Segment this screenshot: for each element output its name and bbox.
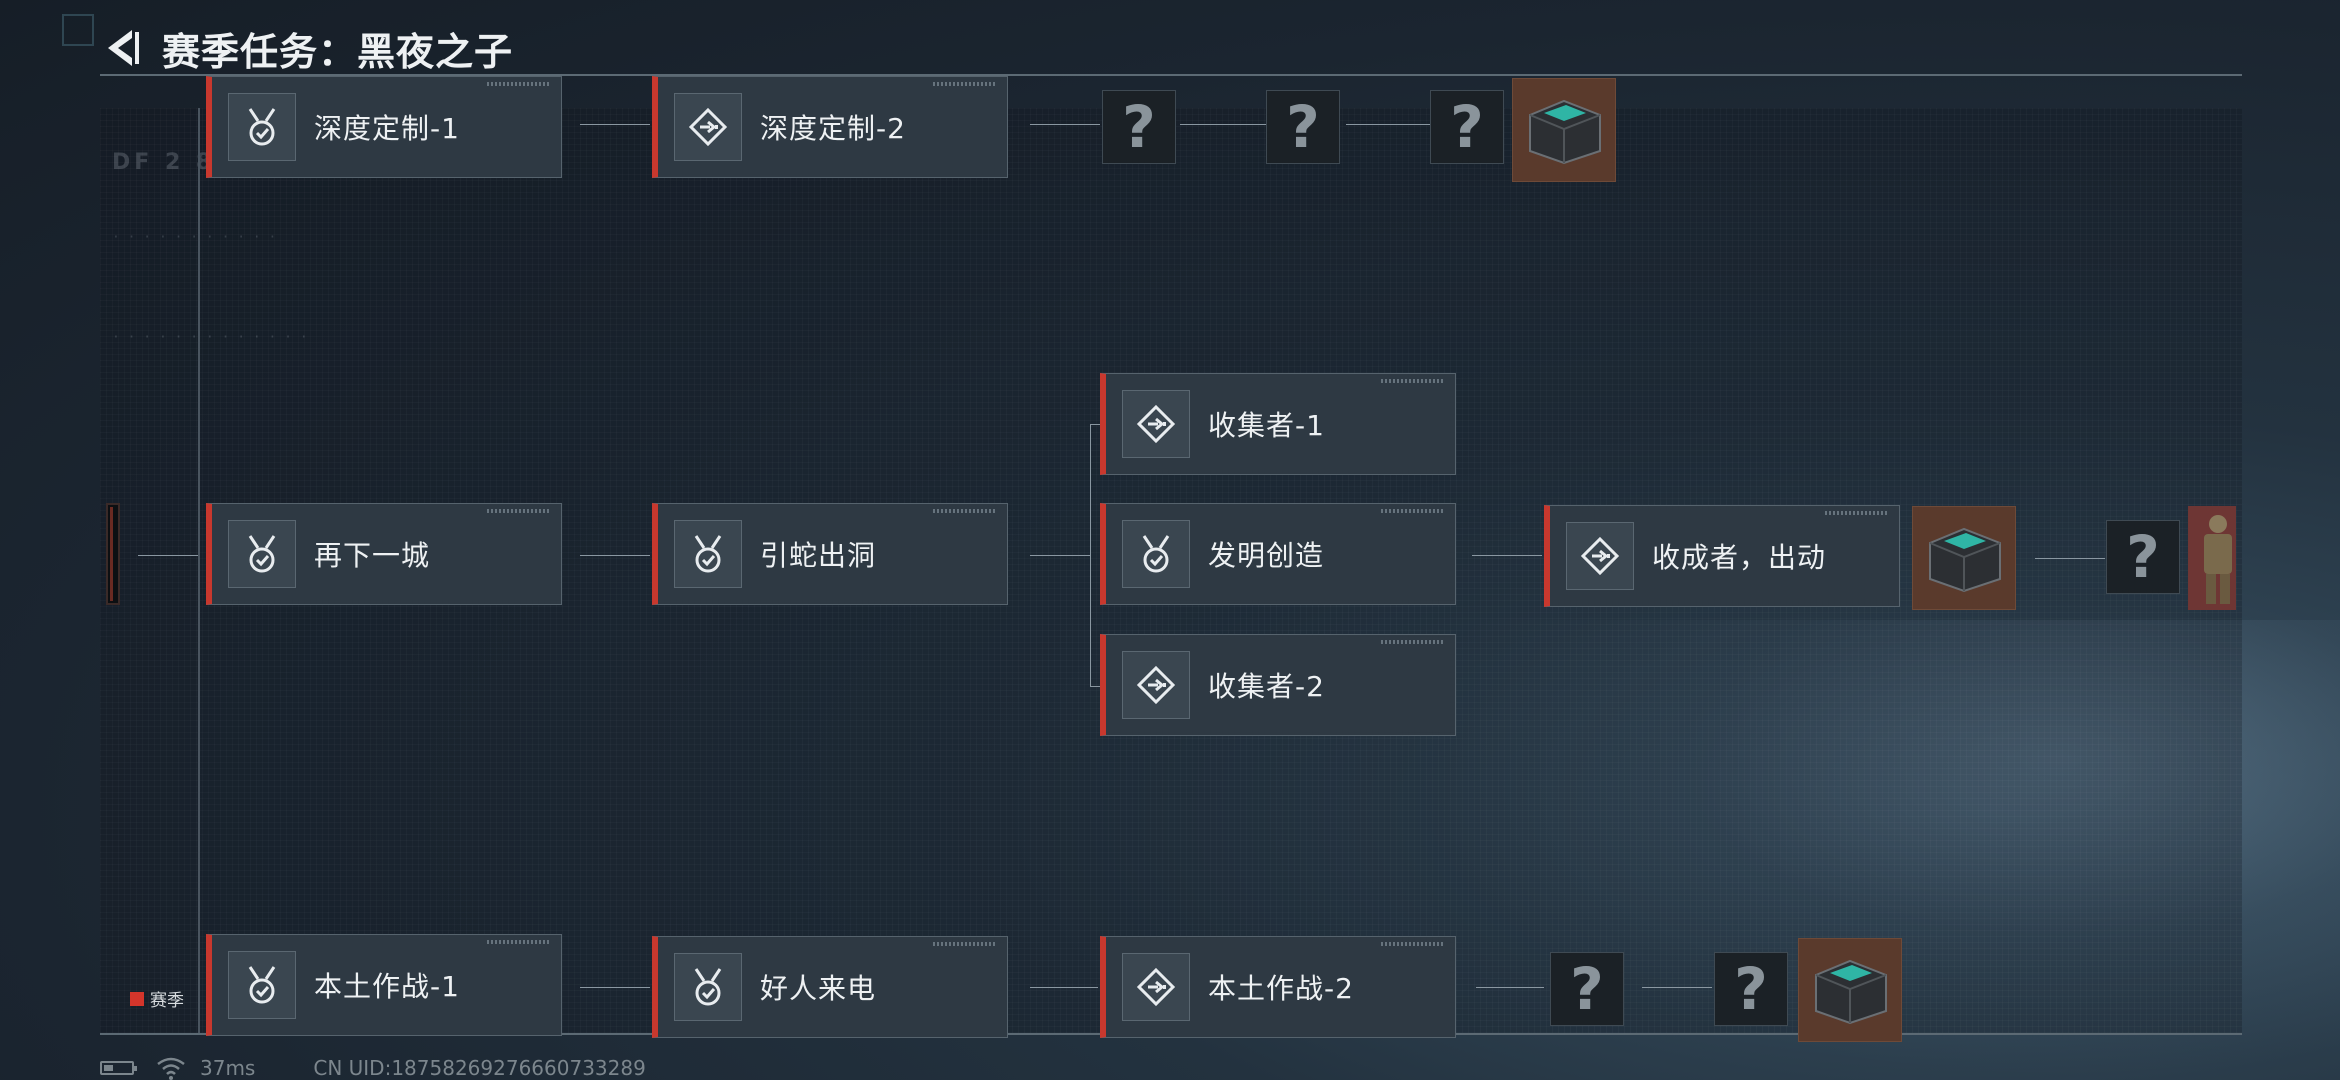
medal-check-icon (248, 966, 276, 1004)
connector (580, 987, 650, 988)
task-label: 收集者-2 (1208, 670, 1325, 703)
connector (1030, 987, 1098, 988)
connector (1030, 555, 1090, 556)
uid-text: CN UID:18758269276660733289 (313, 1056, 646, 1080)
wifi-icon (157, 1057, 185, 1080)
soldier-icon (2204, 515, 2232, 604)
locked-task[interactable]: ? (1102, 90, 1176, 164)
question-icon: ? (1450, 93, 1484, 161)
tree-start-marker (106, 503, 120, 605)
task-card[interactable]: 收集者-2 (1100, 634, 1456, 736)
task-label: 深度定制-2 (760, 112, 906, 145)
question-icon: ? (2126, 523, 2160, 591)
connector (580, 555, 650, 556)
task-label: 本土作战-2 (1208, 972, 1354, 1005)
task-card[interactable]: 收集者-1 (1100, 373, 1456, 475)
medal-check-icon (694, 968, 722, 1006)
task-card[interactable]: 发明创造 (1100, 503, 1456, 605)
connector (1030, 124, 1100, 125)
task-icon-box (1122, 651, 1190, 719)
locked-task[interactable]: ? (1266, 90, 1340, 164)
task-label: 再下一城 (314, 539, 431, 572)
task-label: 深度定制-1 (314, 112, 460, 145)
battery-icon (100, 1061, 137, 1075)
diamond-arrow-icon (1136, 404, 1176, 444)
connector (1090, 686, 1100, 687)
legend: 赛季 (130, 986, 184, 1011)
medal-check-icon (248, 108, 276, 146)
reward-item[interactable] (1512, 78, 1616, 182)
connector (1642, 987, 1712, 988)
tree-trunk-line (198, 108, 200, 1033)
reward-item[interactable] (2188, 506, 2236, 610)
question-icon: ? (1570, 955, 1604, 1023)
question-icon: ? (1122, 93, 1156, 161)
locked-task[interactable]: ? (2106, 520, 2180, 594)
task-card[interactable]: 再下一城 (206, 503, 562, 605)
back-button[interactable] (100, 26, 144, 70)
header-divider (100, 74, 2242, 76)
locked-task[interactable]: ? (1430, 90, 1504, 164)
supply-crate-icon (1815, 959, 1887, 1025)
medal-check-icon (1142, 535, 1170, 573)
diamond-arrow-icon (688, 107, 728, 147)
task-card[interactable]: 本土作战-2 (1100, 936, 1456, 1038)
supply-crate-icon (1529, 99, 1601, 165)
task-label: 收成者，出动 (1652, 541, 1827, 574)
supply-crate-icon (1929, 527, 2001, 593)
page-title: 赛季任务：黑夜之子 (162, 29, 514, 74)
diamond-arrow-icon (1580, 536, 1620, 576)
connector (1090, 424, 1100, 425)
legend-label: 赛季 (150, 991, 184, 1011)
medal-check-icon (248, 535, 276, 573)
connector (580, 124, 650, 125)
task-card[interactable]: 本土作战-1 (206, 934, 562, 1036)
question-icon: ? (1734, 955, 1768, 1023)
task-label: 收集者-1 (1208, 409, 1325, 442)
task-card[interactable]: 收成者，出动 (1544, 505, 1900, 607)
task-icon-box (228, 951, 296, 1019)
connector (1180, 124, 1266, 125)
task-card[interactable]: 引蛇出洞 (652, 503, 1008, 605)
battery-level (104, 1065, 113, 1071)
reward-item[interactable] (1912, 506, 2016, 610)
task-icon-box (1566, 522, 1634, 590)
diamond-arrow-icon (1136, 967, 1176, 1007)
connector (1090, 424, 1091, 686)
status-bar: 37ms CN UID:18758269276660733289 (100, 1056, 646, 1080)
task-label: 好人来电 (760, 972, 877, 1005)
task-icon-box (1122, 953, 1190, 1021)
task-icon-box (1122, 390, 1190, 458)
locked-task[interactable]: ? (1550, 952, 1624, 1026)
back-arrow-icon (108, 30, 139, 66)
question-icon: ? (1286, 93, 1320, 161)
connector (1346, 124, 1430, 125)
legend-swatch (130, 991, 144, 1006)
medal-check-icon (694, 535, 722, 573)
connector (138, 555, 198, 556)
header: 赛季任务：黑夜之子 (100, 22, 513, 74)
task-icon-box (228, 520, 296, 588)
task-icon-box (228, 93, 296, 161)
task-icon-box (674, 520, 742, 588)
task-card[interactable]: 好人来电 (652, 936, 1008, 1038)
task-label: 引蛇出洞 (760, 539, 877, 572)
task-icon-box (674, 93, 742, 161)
decor-line: · · · · · · · · · · · (112, 230, 277, 245)
corner-mark (62, 14, 94, 46)
reward-item[interactable] (1798, 938, 1902, 1042)
task-icon-box (1122, 520, 1190, 588)
decor-line: · · · · · · · · · · · · · (112, 330, 308, 345)
task-card[interactable]: 深度定制-1 (206, 76, 562, 178)
diamond-arrow-icon (1136, 665, 1176, 705)
task-card[interactable]: 深度定制-2 (652, 76, 1008, 178)
connector (2035, 558, 2105, 559)
connector (1472, 555, 1542, 556)
locked-task[interactable]: ? (1714, 952, 1788, 1026)
connector (1476, 987, 1544, 988)
task-label: 发明创造 (1208, 539, 1325, 572)
ping-text: 37ms (200, 1056, 256, 1080)
task-label: 本土作战-1 (314, 970, 460, 1003)
task-icon-box (674, 953, 742, 1021)
